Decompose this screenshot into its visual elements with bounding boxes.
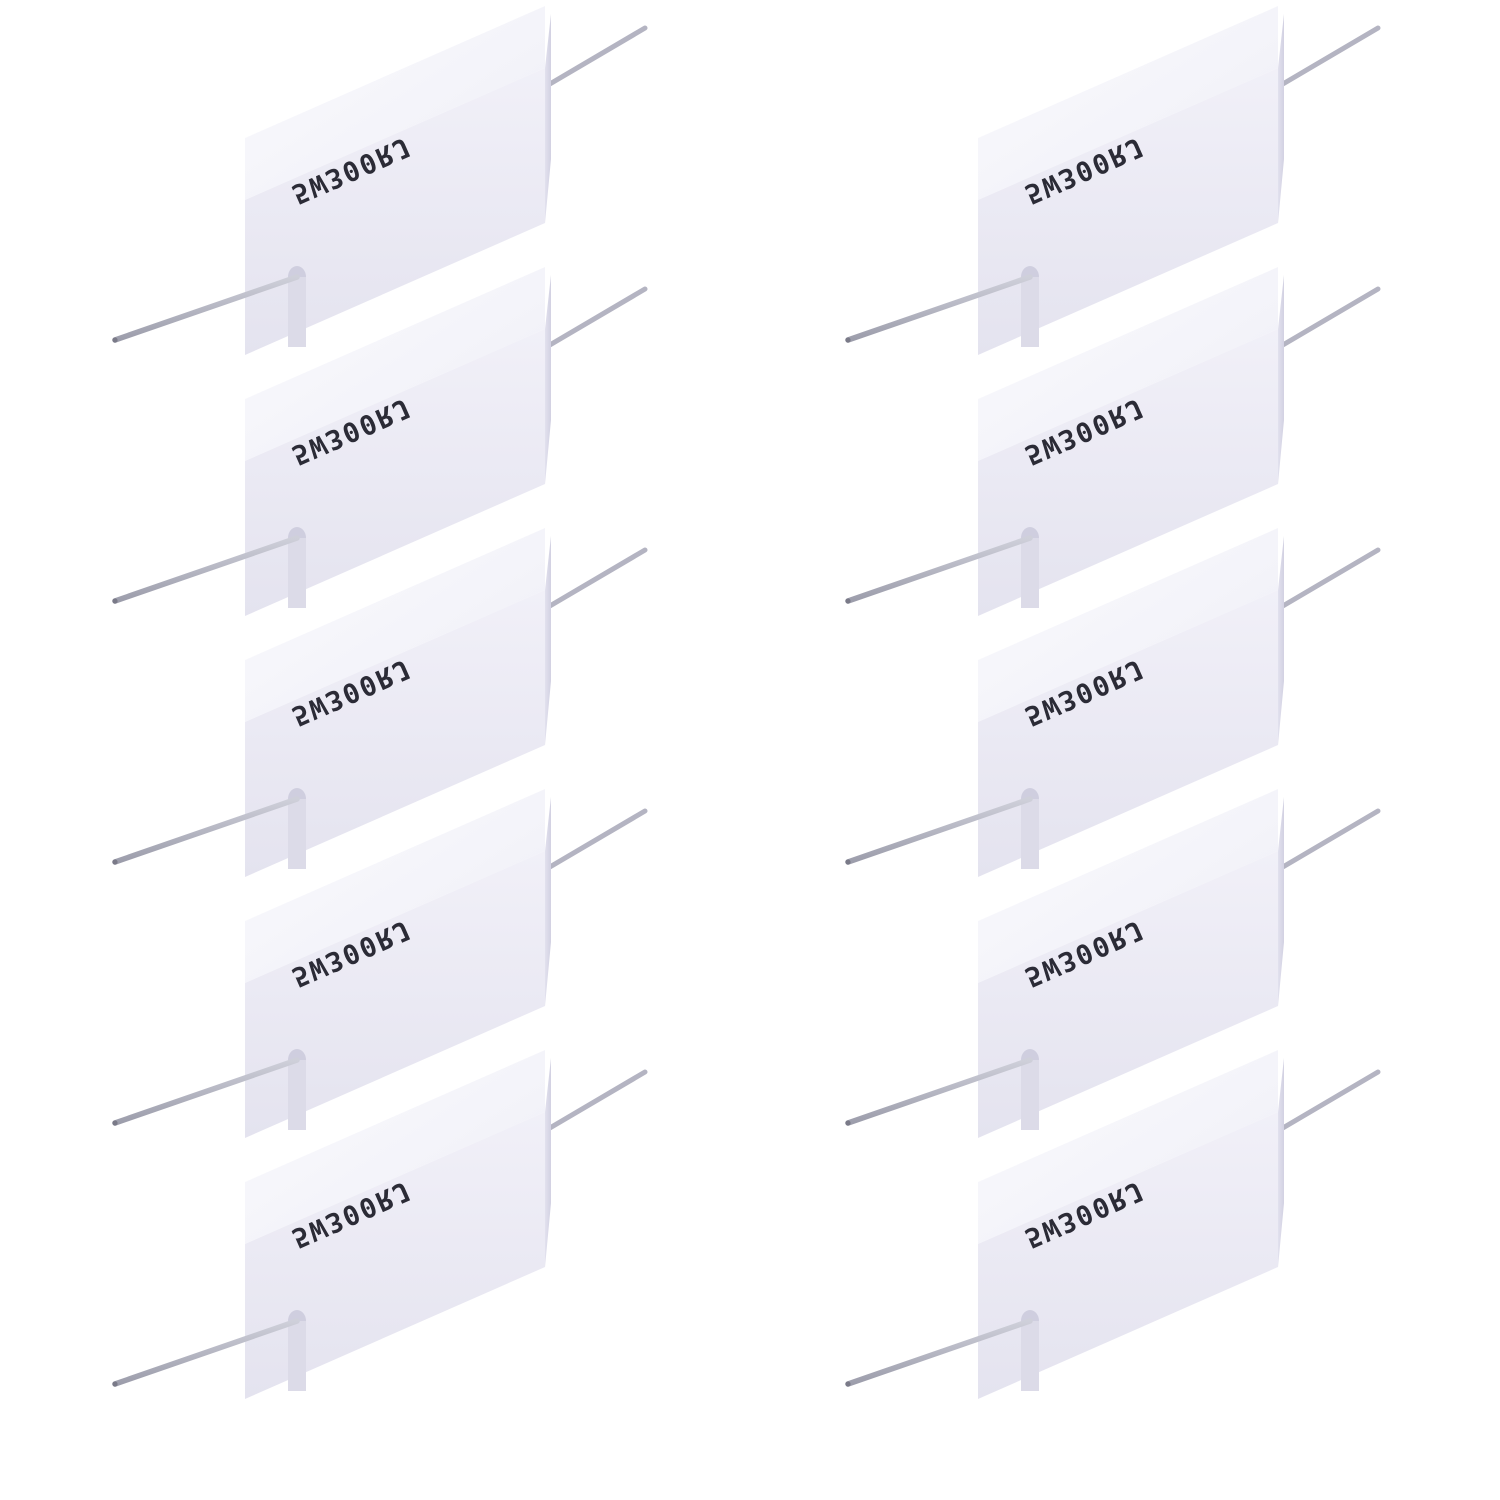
resistor-top-face [978,789,1278,983]
resistor-end-face [545,797,551,1006]
resistor-top-face [245,6,545,200]
lead-wire-rear [1273,1069,1381,1135]
lead-channel [288,1321,306,1391]
lead-channel [288,538,306,608]
lead-wire-rear [540,1069,648,1135]
lead-wire-front [112,1057,300,1126]
lead-tip [112,1120,118,1126]
lead-channel [288,799,306,869]
resistor-end-face [545,275,551,484]
lead-tip [112,598,118,604]
resistor: 5W300RJ [112,789,648,1138]
lead-channel [1021,799,1039,869]
lead-wire-rear [540,286,648,352]
resistor-end-face [545,1058,551,1267]
lead-channel [288,277,306,347]
resistor-front-face [978,851,1278,1138]
resistor-front-face [245,68,545,355]
lead-tip [845,1381,851,1387]
lead-tip [112,1381,118,1387]
resistor: 5W300RJ [845,267,1381,616]
resistor: 5W300RJ [845,789,1381,1138]
lead-tip [112,859,118,865]
resistor-front-face [978,329,1278,616]
resistor-top-face [245,528,545,722]
resistor-end-face [1278,536,1284,745]
resistor-top-face [245,789,545,983]
resistor-end-face [1278,1058,1284,1267]
lead-wire-front [845,535,1033,604]
lead-wire-front [112,796,300,865]
resistor-end-face [545,14,551,223]
lead-channel [1021,1060,1039,1130]
resistor-end-face [545,536,551,745]
lead-channel [1021,538,1039,608]
resistor: 5W300RJ [845,528,1381,877]
resistor: 5W300RJ [112,267,648,616]
resistor-top-face [978,528,1278,722]
resistor-top-face [978,6,1278,200]
lead-wire-rear [540,547,648,613]
resistor-end-face [1278,14,1284,223]
lead-wire-rear [1273,25,1381,91]
lead-channel [1021,1321,1039,1391]
lead-tip [845,598,851,604]
resistor: 5W300RJ [112,1050,648,1399]
lead-wire-front [112,274,300,343]
resistor-front-face [245,329,545,616]
resistor-top-face [245,1050,545,1244]
resistor-end-face [1278,797,1284,1006]
resistor-grid: 5W300RJ5W300RJ5W300RJ5W300RJ5W300RJ5W300… [112,6,1381,1399]
resistor: 5W300RJ [845,6,1381,355]
lead-tip [845,1120,851,1126]
lead-channel [1021,277,1039,347]
lead-tip [845,859,851,865]
lead-wire-rear [1273,547,1381,613]
resistor-front-face [978,68,1278,355]
lead-wire-rear [540,808,648,874]
resistor-end-face [1278,275,1284,484]
resistor-front-face [245,1112,545,1399]
resistor-front-face [245,590,545,877]
resistor-top-face [978,267,1278,461]
resistor-top-face [245,267,545,461]
lead-wire-front [845,274,1033,343]
lead-wire-front [112,535,300,604]
resistor-top-face [978,1050,1278,1244]
resistor: 5W300RJ [112,528,648,877]
lead-wire-rear [1273,808,1381,874]
resistor: 5W300RJ [845,1050,1381,1399]
resistor-front-face [978,1112,1278,1399]
lead-wire-front [845,796,1033,865]
resistor-front-face [978,590,1278,877]
lead-channel [288,1060,306,1130]
resistor: 5W300RJ [112,6,648,355]
lead-wire-front [845,1057,1033,1126]
lead-tip [112,337,118,343]
lead-wire-rear [540,25,648,91]
lead-tip [845,337,851,343]
lead-wire-front [845,1318,1033,1387]
lead-wire-rear [1273,286,1381,352]
lead-wire-front [112,1318,300,1387]
resistor-front-face [245,851,545,1138]
